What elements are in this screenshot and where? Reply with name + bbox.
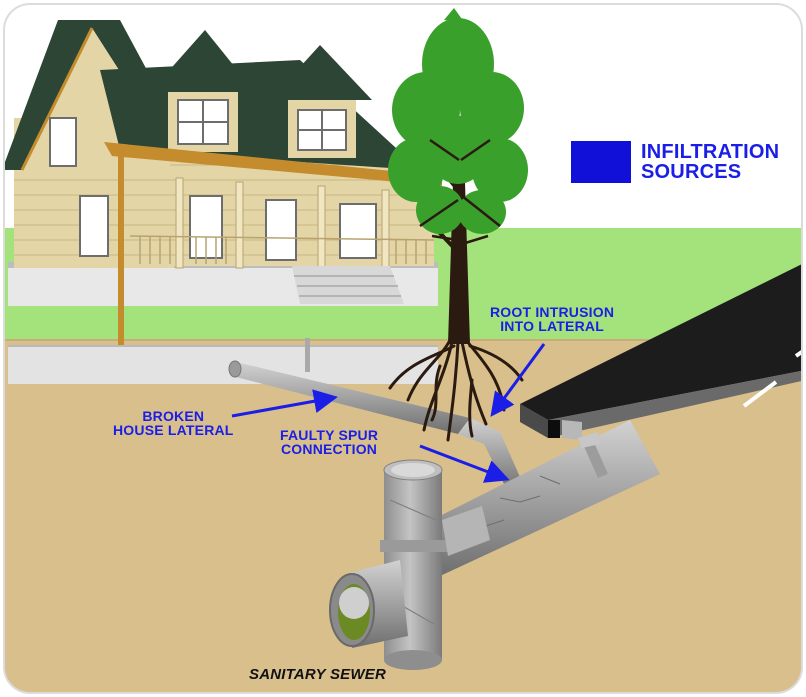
tree-roots (388, 338, 524, 442)
arrow-faulty-spur (419, 444, 510, 483)
broken-lateral-label: BROKEN HOUSE LATERAL (113, 409, 234, 437)
legend-swatch (571, 141, 631, 183)
root-intrusion-label: ROOT INTRUSION INTO LATERAL (490, 305, 614, 333)
road (520, 262, 802, 440)
root-intrusion-line2: INTO LATERAL (500, 318, 604, 334)
broken-lateral-line1: BROKEN (142, 408, 205, 424)
arrow-broken-lateral (231, 389, 338, 418)
faulty-spur-line2: CONNECTION (281, 441, 378, 457)
legend-label-line2: SOURCES (641, 161, 742, 183)
manhole-tee (329, 459, 490, 670)
faulty-spur-line1: FAULTY SPUR (280, 427, 379, 443)
legend-label-line1: INFILTRATION (641, 141, 780, 163)
arrow-root-intrusion (490, 343, 546, 417)
broken-lateral-line2: HOUSE LATERAL (113, 422, 234, 438)
callout-arrows (231, 343, 546, 483)
house (4, 20, 442, 360)
faulty-spur-label: FAULTY SPUR CONNECTION (280, 428, 378, 456)
root-intrusion-line1: ROOT INTRUSION (490, 304, 615, 320)
sanitary-sewer-label: SANITARY SEWER (249, 666, 386, 683)
tree (388, 8, 528, 344)
legend-label: INFILTRATION SOURCES (641, 142, 779, 182)
